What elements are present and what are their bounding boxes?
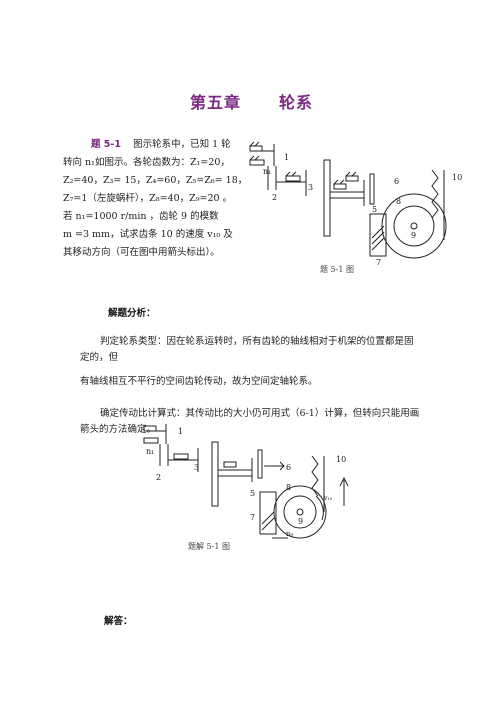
fig1-label-n1: n₁ <box>263 167 271 176</box>
answer-heading: 解答： <box>104 616 133 627</box>
problem-label: 题 5-1 <box>91 139 121 150</box>
problem-line-7: 其移动方向（可在图中用箭头标出）。 <box>63 247 220 258</box>
analysis-paragraph-3: 确定传动比计算式：其传动比的大小仍可用式（6-1）计算，但转向只能用画 箭头的方… <box>80 408 420 435</box>
fig2-label-2: 2 <box>156 473 161 482</box>
fig2-label-3: 3 <box>194 463 199 472</box>
fig2-label-v10: v₁₀ <box>323 495 333 502</box>
fig1-label-9: 9 <box>411 231 416 240</box>
fig2-label-10: 10 <box>336 455 346 464</box>
problem-line-4: Z₇=1（左旋蜗杆），Z₈=40，Z₉=20 。 <box>63 193 233 204</box>
problem-line-6: m =3 mm，试求齿条 10 的速度 v₁₀ 及 <box>63 229 233 240</box>
problem-line-2: 转向 n₁如图示。各轮齿数为：Z₁=20， <box>63 157 230 168</box>
fig1-label-7: 7 <box>376 258 381 267</box>
fig2-label-7: 7 <box>250 513 255 522</box>
problem-line-5: 若 n₁=1000 r/min ，齿轮 9 的模数 <box>63 211 219 222</box>
problem-line-3: Z₂=40，Z₃= 15，Z₄=60，Z₅=Z₆= 18， <box>63 175 248 186</box>
fig2-label-6: 6 <box>286 463 291 472</box>
fig1-label-6: 6 <box>394 177 399 186</box>
figure-gear-train: 1 n₁ 2 3 5 6 7 8 9 10 <box>249 141 462 267</box>
analysis-heading: 解题分析： <box>108 308 156 319</box>
fig2-label-n1: n₁ <box>146 447 154 456</box>
fig2-label-8: 8 <box>286 483 291 492</box>
figure2-caption: 题解 5-1 图 <box>188 542 230 551</box>
fig2-label-9: 9 <box>298 517 303 526</box>
fig2-label-5: 5 <box>250 489 255 498</box>
figure-solution-diagram: 1 n₁ 2 3 5 6 7 8 9 10 v₁₀ n₉ <box>143 424 349 539</box>
problem-line-1: 题 5-1 图示轮系中，已知 1 轮 <box>91 139 231 150</box>
fig1-label-5: 5 <box>372 205 377 214</box>
fig1-label-3: 3 <box>308 183 313 192</box>
chapter-title: 第五章轮系 <box>190 93 314 112</box>
analysis-paragraph-1: 判定轮系类型：因在轮系运转时，所有齿轮的轴线相对于机架的位置都是固 定的，但 <box>80 336 414 363</box>
fig2-label-1: 1 <box>178 427 183 436</box>
problem-text: 题 5-1 图示轮系中，已知 1 轮 转向 n₁如图示。各轮齿数为：Z₁=20，… <box>63 136 253 262</box>
figure1-caption: 题 5-1 图 <box>320 265 354 274</box>
fig1-label-10: 10 <box>452 173 462 182</box>
fig2-label-n9: n₉ <box>286 530 294 538</box>
fig1-label-1: 1 <box>284 153 289 162</box>
fig1-label-2: 2 <box>272 193 277 202</box>
fig1-label-8: 8 <box>396 197 401 206</box>
analysis-paragraph-2: 有轴线相互不平行的空间齿轮传动，故为空间定轴轮系。 <box>80 376 318 387</box>
